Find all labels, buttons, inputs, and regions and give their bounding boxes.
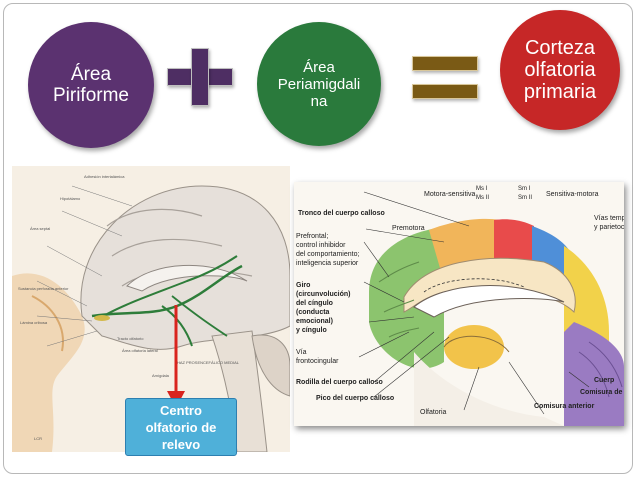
circle2-line2: Periamigdali — [277, 75, 361, 93]
label-giro4: (conducta — [296, 309, 330, 316]
centro-olfatorio-callout: Centro olfatorio de relevo — [125, 398, 237, 456]
label-sm2: Sm II — [518, 195, 533, 201]
label-lcr: LCR — [34, 436, 43, 441]
circle3-line3: primaria — [523, 81, 597, 103]
label-lamina: Lámina cribosa — [20, 320, 48, 325]
label-ms2: Ms II — [476, 195, 489, 201]
circle2-line1: Área — [303, 58, 335, 76]
medial-cortex-illustration: Motora-sensitiva Ms I Ms II Sm I Sm II S… — [294, 182, 624, 426]
label-sensitiva-motora: Sensitiva-motora — [546, 191, 599, 198]
label-motora-sensitiva: Motora-sensitiva — [424, 191, 476, 198]
red-arrow-icon — [167, 305, 185, 408]
label-prefrontal1: Prefrontal; — [296, 233, 329, 240]
callout-line1: Centro — [160, 402, 202, 418]
label-cuerpo: Cuerp — [594, 377, 615, 384]
label-giro3: del cíngulo — [296, 300, 333, 307]
label-giro5: emocional) — [296, 318, 333, 325]
corteza-olfatoria-primaria-circle: Corteza olfatoria primaria — [500, 10, 620, 130]
label-giro1: Giro — [296, 282, 311, 289]
area-piriforme-circle: Área Piriforme — [28, 22, 154, 148]
label-rodilla: Rodilla del cuerpo calloso — [296, 379, 383, 386]
label-vias2: y parietoc — [594, 224, 624, 231]
label-prefrontal3: del comportamiento; — [296, 251, 360, 258]
label-sustancia: Sustancia perforada anterior — [18, 286, 69, 291]
circle3-line1: Corteza — [524, 37, 596, 59]
label-area-olfatoria: Área olfatoria lateral — [122, 348, 158, 353]
label-via1: Vía — [296, 349, 307, 356]
equals-icon — [412, 54, 478, 104]
slide-frame — [3, 3, 633, 474]
circle1-line1: Área — [70, 64, 112, 85]
label-comisura-anterior: Comisura anterior — [534, 403, 595, 410]
label-vias1: Vías tempo — [594, 215, 624, 222]
label-via2: frontocingular — [296, 358, 339, 365]
label-premotora: Premotora — [392, 225, 425, 232]
olfactory-pathway-illustration: HAZ PROSENCEFÁLICO MEDIAL Adhesión inter… — [12, 166, 290, 452]
circle3-line2: olfatoria — [524, 59, 596, 81]
label-hipotalamo: Hipotálamo — [60, 196, 81, 201]
callout-line3: relevo — [161, 436, 201, 452]
label-prefrontal4: inteligencia superior — [296, 260, 359, 267]
area-periamigdalina-circle: Área Periamigdali na — [257, 22, 381, 146]
circle2-line3: na — [310, 92, 328, 110]
label-tracto: Tracto olfatorio — [117, 336, 144, 341]
callout-line2: olfatorio de — [145, 419, 217, 435]
svg-text:HAZ PROSENCEFÁLICO MEDIAL: HAZ PROSENCEFÁLICO MEDIAL — [177, 360, 240, 365]
label-comisura-de: Comisura de — [580, 389, 623, 396]
label-sm1: Sm I — [518, 186, 531, 192]
label-amigdala: Amígdala — [152, 373, 169, 378]
label-pico: Pico del cuerpo calloso — [316, 395, 395, 402]
label-olfatoria: Olfatoria — [420, 409, 447, 416]
label-giro6: y cíngulo — [296, 327, 327, 334]
medial-brain-drawing — [294, 182, 624, 426]
label-area-septal: Área septal — [30, 226, 51, 231]
label-ms1: Ms I — [476, 186, 488, 192]
plus-icon — [167, 48, 233, 106]
label-adhesion: Adhesión intertalámica — [84, 174, 125, 179]
label-prefrontal2: control inhibidor — [296, 242, 346, 249]
label-giro2: (circunvolución) — [296, 291, 351, 298]
label-tronco: Tronco del cuerpo calloso — [298, 210, 385, 217]
circle1-line2: Piriforme — [52, 85, 129, 106]
